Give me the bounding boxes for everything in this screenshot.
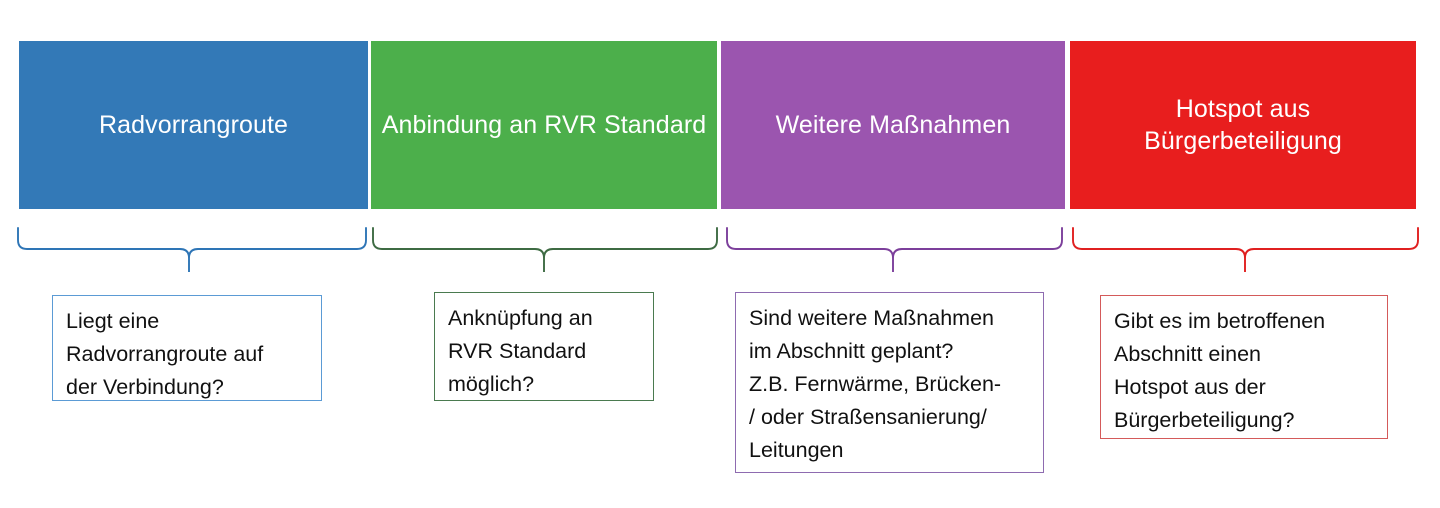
question-box-weitere-massnahmen[interactable]: Sind weitere Maßnahmen im Abschnitt gepl… [735,292,1044,473]
brace-hotspot-buergerbeteiligung [1072,227,1419,272]
brace-rvr-standard [372,227,718,272]
header-label-rvr-standard: Anbindung an RVR Standard [381,111,707,139]
header-box-rvr-standard[interactable]: Anbindung an RVR Standard [371,41,717,209]
question-box-rvr-standard[interactable]: Anknüpfung an RVR Standard möglich? [434,292,654,401]
header-label-hotspot-buergerbeteiligung: Hotspot aus Bürgerbeteiligung [1144,95,1342,155]
brace-weitere-massnahmen [726,227,1063,272]
header-label-radvorrangroute: Radvorrangroute [98,111,289,139]
header-label-weitere-massnahmen: Weitere Maßnahmen [775,111,1011,139]
header-box-radvorrangroute[interactable]: Radvorrangroute [19,41,368,209]
question-box-hotspot-buergerbeteiligung[interactable]: Gibt es im betroffenen Abschnitt einen H… [1100,295,1388,439]
question-box-radvorrangroute[interactable]: Liegt eine Radvorrangroute auf der Verbi… [52,295,322,401]
brace-radvorrangroute [17,227,367,272]
header-box-weitere-massnahmen[interactable]: Weitere Maßnahmen [721,41,1065,209]
header-box-hotspot-buergerbeteiligung[interactable]: Hotspot aus Bürgerbeteiligung [1070,41,1416,209]
